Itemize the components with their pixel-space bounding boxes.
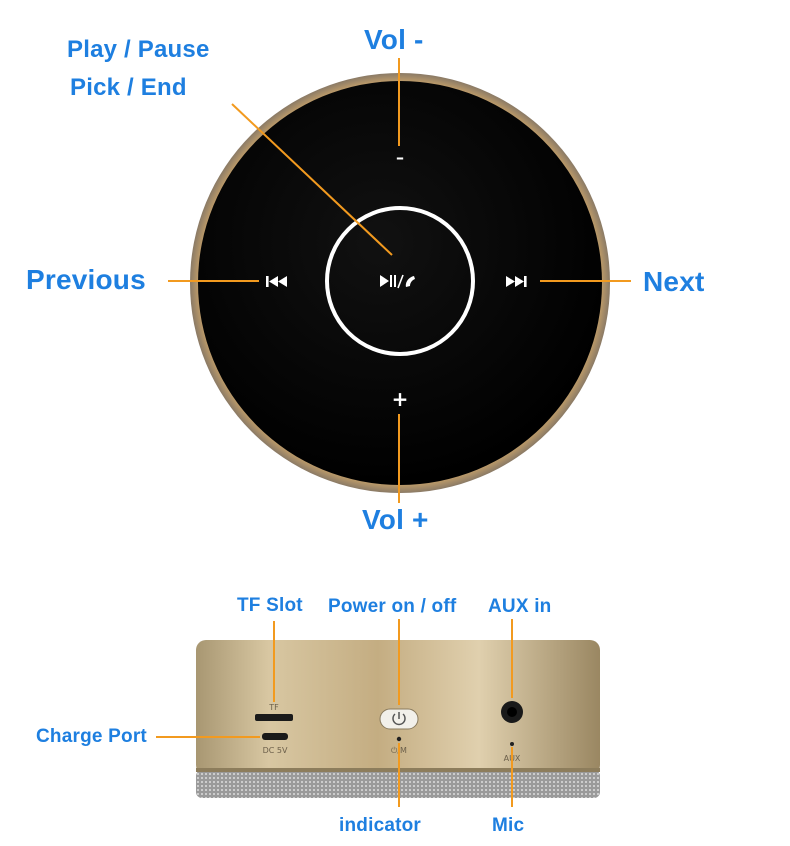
label-vol-plus: Vol + — [362, 504, 429, 535]
label-play-pause: Play / Pause — [67, 36, 210, 63]
label-power: Power on / off — [328, 596, 457, 617]
label-aux-in: AUX in — [488, 596, 552, 617]
dc-mark: DC 5V — [263, 746, 288, 755]
leader-play-pause — [231, 103, 393, 256]
indicator-light — [396, 736, 402, 742]
center-ring[interactable] — [325, 206, 475, 356]
label-previous: Previous — [26, 264, 146, 295]
speaker-body — [196, 640, 600, 775]
charge-port[interactable] — [262, 733, 288, 740]
vol-plus-mark[interactable]: + — [392, 387, 409, 411]
label-charge-port: Charge Port — [36, 726, 147, 747]
label-next: Next — [643, 266, 705, 297]
tf-slot[interactable] — [255, 714, 293, 721]
next-track-icon[interactable] — [506, 276, 527, 287]
label-mic: Mic — [492, 815, 525, 836]
mic-hole — [510, 742, 514, 746]
label-vol-minus: Vol - — [364, 24, 424, 55]
label-tf-slot: TF Slot — [237, 595, 303, 616]
tf-mark: TF — [268, 703, 279, 712]
label-pick-end: Pick / End — [70, 74, 187, 101]
power-icon — [392, 712, 406, 726]
leader-lines — [156, 58, 631, 807]
previous-track-icon[interactable] — [266, 276, 287, 287]
label-indicator: indicator — [339, 815, 422, 836]
play-pause-call-icon[interactable] — [380, 274, 415, 289]
speaker-top-view: – + — [190, 73, 610, 493]
vol-minus-mark[interactable]: – — [396, 148, 404, 167]
